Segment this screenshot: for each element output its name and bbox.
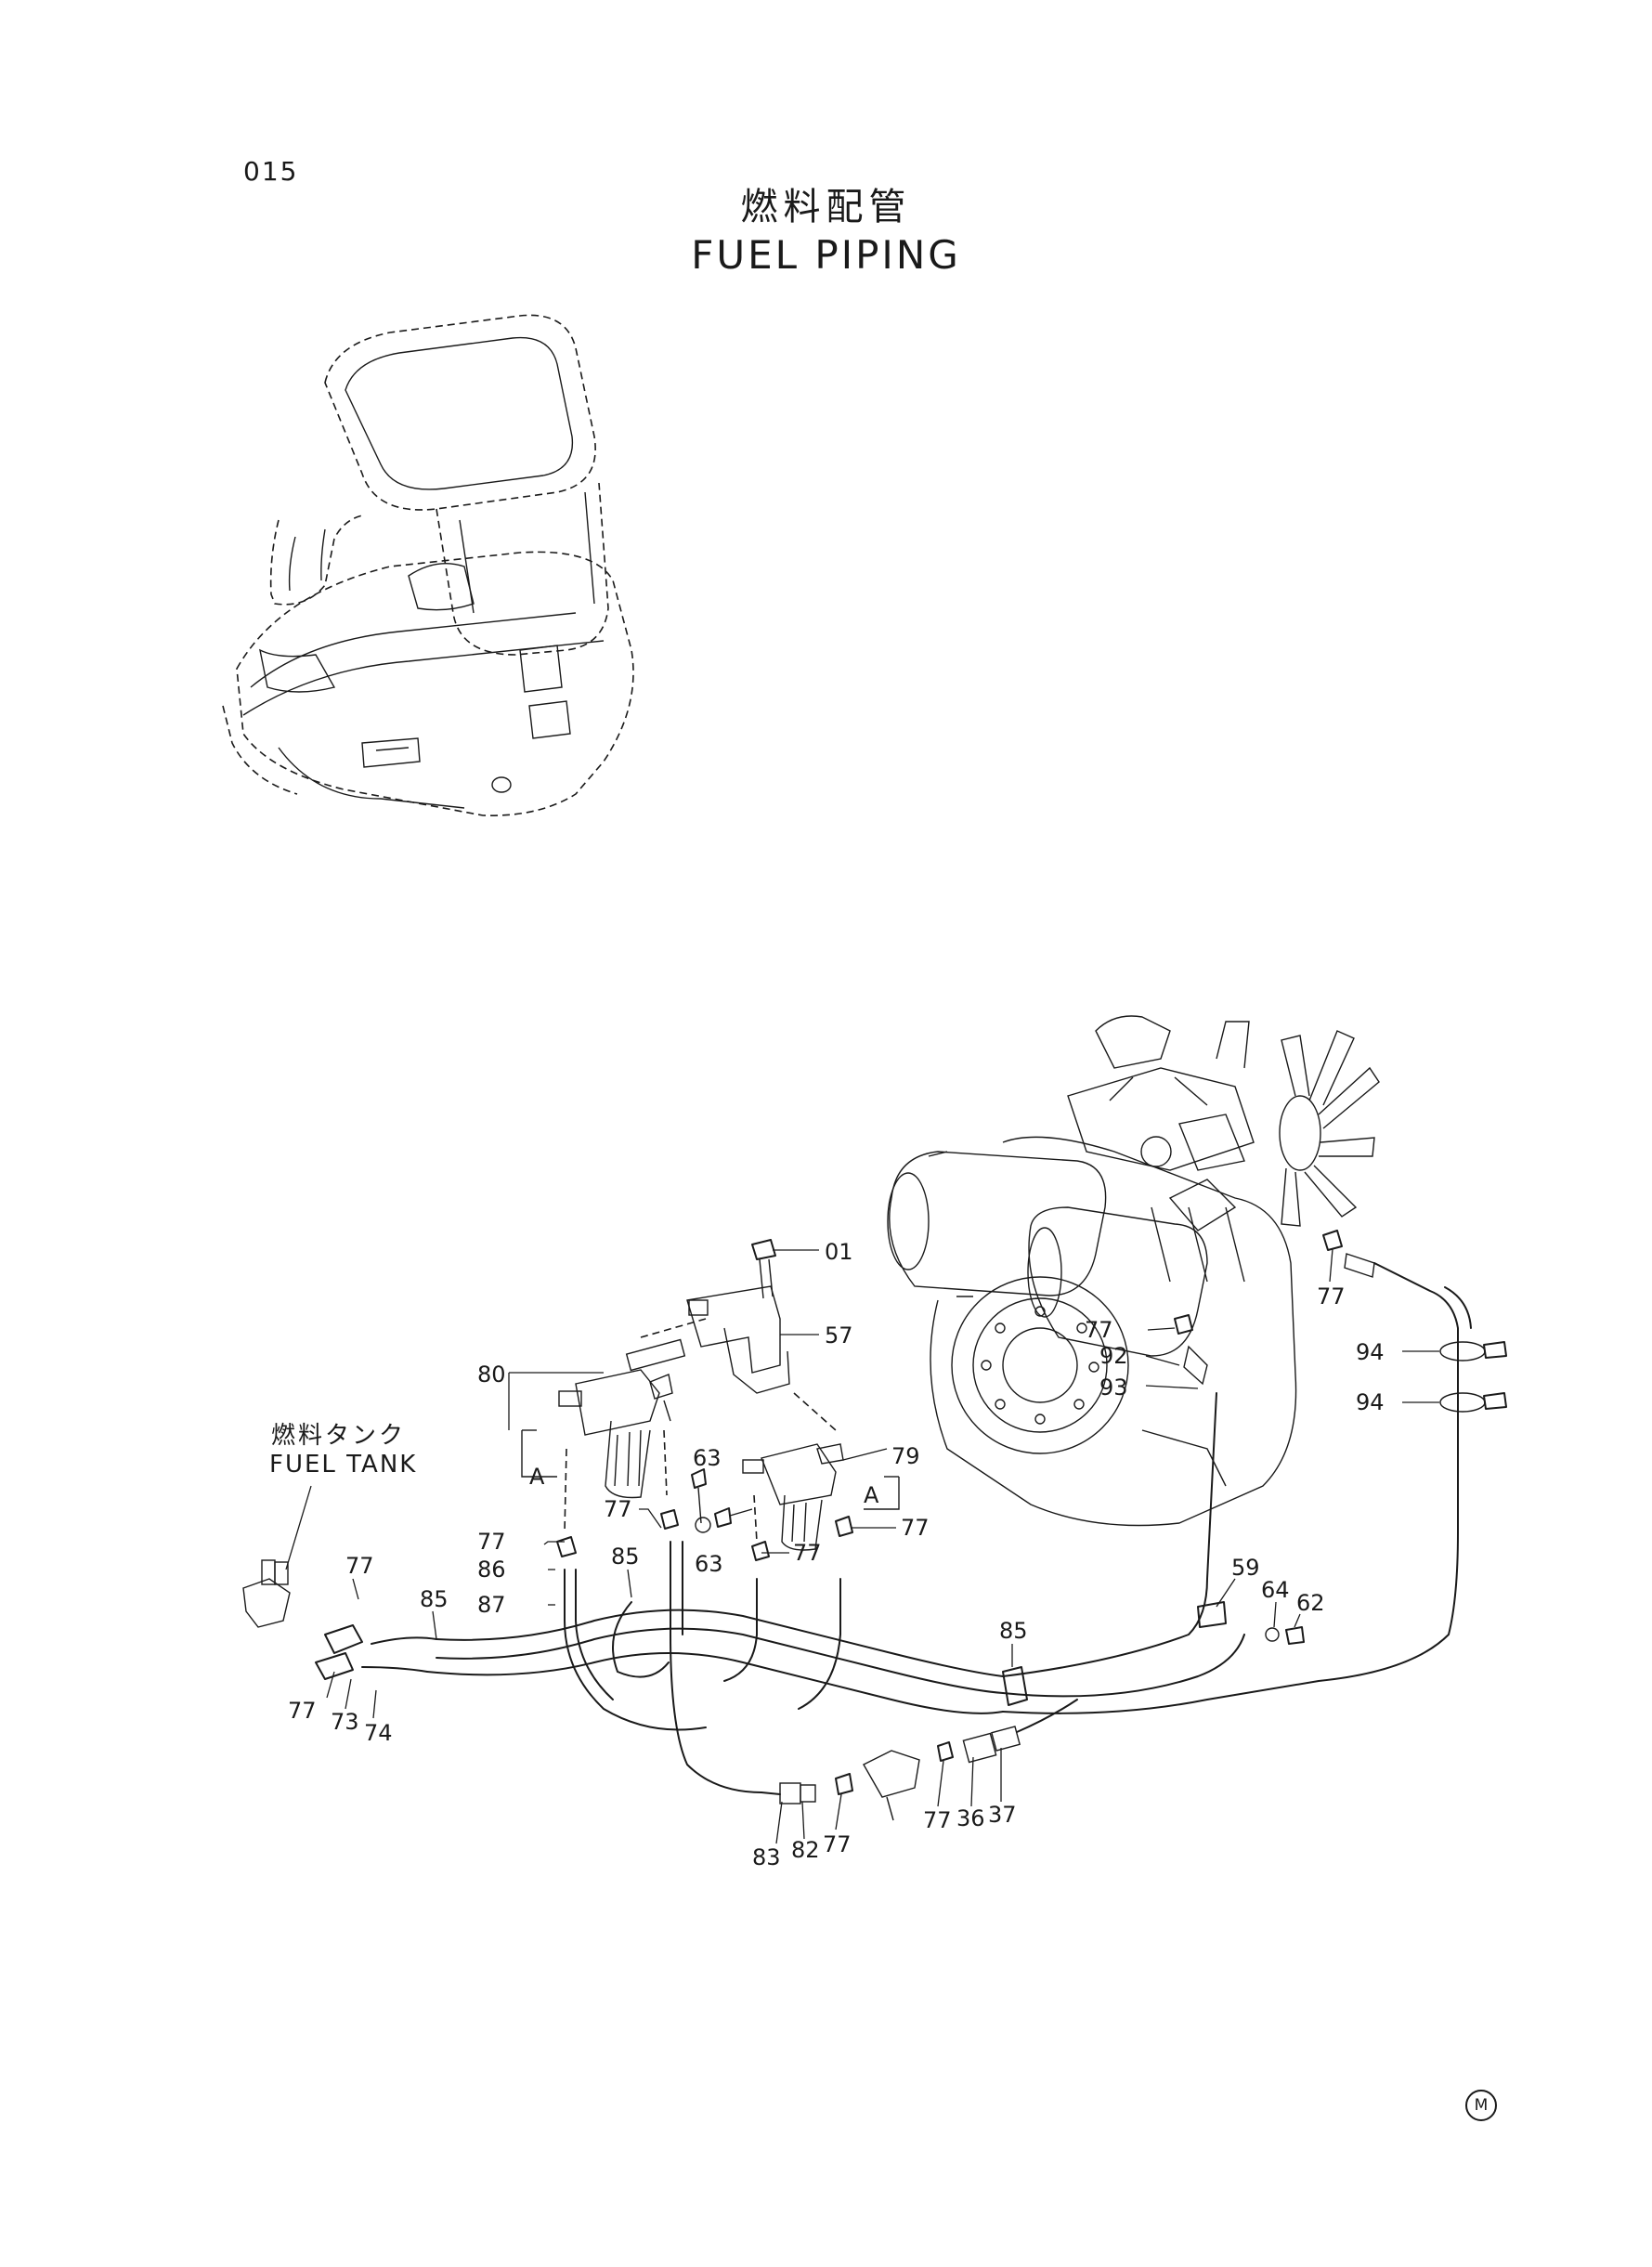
leader-lines xyxy=(326,1248,1439,1844)
part-label-85-left: 85 xyxy=(420,1586,449,1612)
part-label-85-center: 85 xyxy=(611,1544,640,1570)
part-label-57: 57 xyxy=(825,1322,853,1348)
part-label-36: 36 xyxy=(956,1805,985,1831)
fuel-tank-label-japanese: 燃料タンク xyxy=(271,1422,407,1450)
part-label-77-tank-bottom: 77 xyxy=(288,1698,317,1724)
m-mark-badge: M xyxy=(1465,2090,1497,2121)
part-number-labels: 01 57 80 A 63 79 A 77 77 77 63 77 86 87 … xyxy=(288,1239,1385,1870)
part-label-01: 01 xyxy=(825,1239,853,1265)
part-label-74: 74 xyxy=(364,1720,393,1746)
page-number: 015 xyxy=(243,156,299,187)
part-label-87: 87 xyxy=(477,1592,506,1618)
part-label-93: 93 xyxy=(1099,1375,1128,1401)
part-label-62: 62 xyxy=(1296,1590,1325,1616)
part-label-a-right: A xyxy=(864,1482,879,1508)
part-label-83: 83 xyxy=(752,1844,781,1870)
part-label-77-center: 77 xyxy=(793,1540,822,1566)
page-title: FUEL PIPING xyxy=(691,232,961,278)
part-label-94-upper: 94 xyxy=(1356,1339,1385,1365)
fuel-filter-assembly xyxy=(521,1239,900,1561)
part-label-77-filter-left: 77 xyxy=(604,1496,632,1522)
part-label-77-engine-right: 77 xyxy=(1317,1283,1346,1309)
part-label-64: 64 xyxy=(1261,1577,1290,1603)
part-label-a-left: A xyxy=(529,1464,545,1490)
fuel-tank-label: FUEL TANK xyxy=(269,1451,418,1479)
part-label-59: 59 xyxy=(1231,1555,1260,1581)
part-label-77-filter-right: 77 xyxy=(901,1515,930,1541)
fuel-lines xyxy=(242,1230,1507,1821)
part-label-94-lower: 94 xyxy=(1356,1389,1385,1415)
part-label-77-engine: 77 xyxy=(1085,1317,1113,1343)
part-label-63-lower: 63 xyxy=(695,1551,723,1577)
part-label-86: 86 xyxy=(477,1557,506,1583)
part-label-85-right: 85 xyxy=(999,1618,1028,1644)
part-label-80: 80 xyxy=(477,1362,506,1388)
engine-illustration xyxy=(887,1015,1380,1527)
part-label-77-left: 77 xyxy=(477,1529,506,1555)
part-label-77-pump-left: 77 xyxy=(823,1831,852,1857)
part-label-77-pump-right: 77 xyxy=(923,1807,952,1833)
part-label-63-upper: 63 xyxy=(693,1445,722,1471)
part-label-92: 92 xyxy=(1099,1343,1128,1369)
part-label-37: 37 xyxy=(988,1802,1017,1828)
page-title-japanese: 燃料配管 xyxy=(740,186,912,228)
machine-overview-illustration xyxy=(222,314,634,816)
part-label-79: 79 xyxy=(891,1443,920,1469)
part-label-82: 82 xyxy=(791,1837,820,1863)
part-label-77-tank-top: 77 xyxy=(345,1553,374,1579)
part-label-73: 73 xyxy=(331,1709,359,1735)
